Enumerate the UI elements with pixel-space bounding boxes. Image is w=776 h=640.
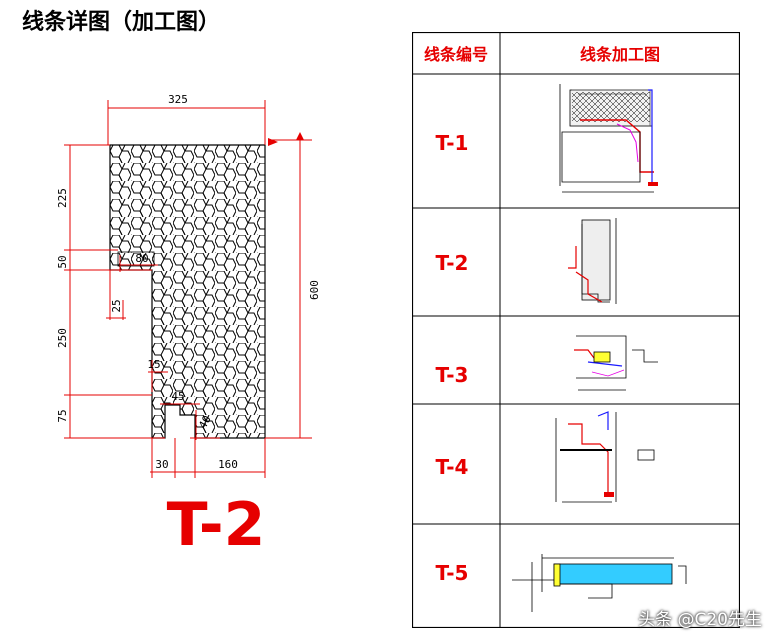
dim-80: 80 (135, 252, 148, 265)
dim-50: 50 (56, 255, 69, 268)
header-line-drawing: 线条加工图 (580, 45, 660, 64)
dim-160: 160 (218, 458, 238, 471)
drawing-label: T-2 (167, 490, 266, 560)
row-id-t5: T-5 (436, 561, 469, 585)
dim-250: 250 (56, 328, 69, 348)
dim-325: 325 (168, 93, 188, 106)
header-line-number: 线条编号 (424, 45, 488, 64)
dim-75: 75 (56, 409, 69, 422)
dim-25: 25 (110, 299, 123, 312)
thumbnail-t3 (574, 335, 658, 391)
row-id-t4: T-4 (436, 455, 469, 479)
thumbnail-t4 (555, 411, 655, 503)
row-id-t2: T-2 (436, 251, 469, 275)
thumbnail-t5 (512, 554, 687, 612)
watermark: 头条 @C20先生 (638, 610, 762, 630)
thumbnail-t1 (559, 84, 658, 193)
dim-30: 30 (155, 458, 168, 471)
profile-table: 线条编号 线条加工图 T-1 T-2 T-3 T-4 T-5 (412, 32, 740, 628)
thumbnail-t2 (568, 218, 617, 304)
dimension-lines (64, 100, 312, 478)
dim-45: 45 (171, 390, 184, 403)
dim-600: 600 (308, 280, 321, 300)
page-title: 线条详图（加工图） (22, 9, 221, 35)
dim-225: 225 (56, 188, 69, 208)
dim-40: 40 (196, 413, 214, 431)
dim-15: 15 (147, 358, 160, 371)
hexagon-hatch (110, 145, 265, 438)
row-id-t1: T-1 (436, 131, 469, 155)
notch-detail (117, 251, 155, 267)
row-id-t3: T-3 (436, 363, 469, 387)
